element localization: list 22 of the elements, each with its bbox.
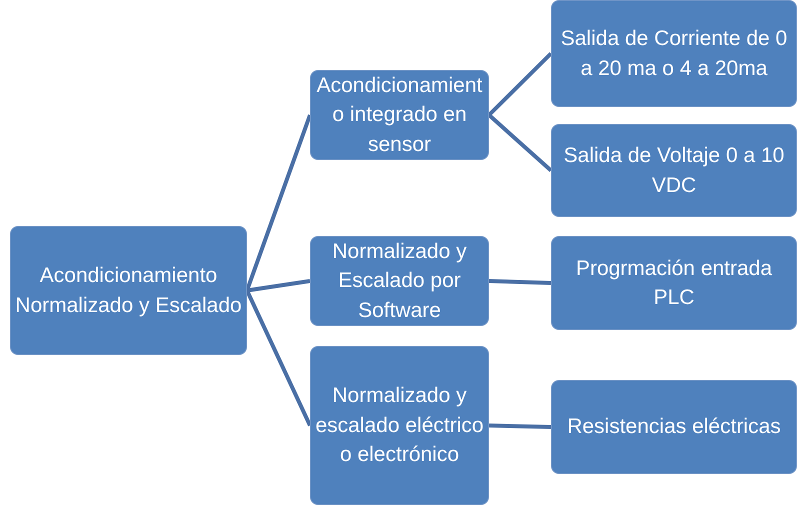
box-label: Normalizado y Escalado por Software [331, 238, 468, 324]
process-box [551, 380, 797, 474]
box-label: Acondicionamiento Normalizado y Escalado [15, 263, 242, 318]
connector-line [245, 114, 312, 292]
process-box [310, 346, 489, 505]
box-label: Normalizado y escalado eléctrico o electrónico [315, 383, 484, 468]
connector-line [245, 290, 312, 426]
box-label: Salida de Corriente de 0 a 20 ma o 4 a 20ma [560, 26, 788, 82]
box-label: Acondicionamiento integrado en sensor [316, 72, 484, 158]
connector-line [488, 424, 552, 429]
process-box [10, 226, 247, 355]
connector-line [488, 52, 552, 116]
process-box [551, 124, 797, 217]
connector-line [246, 279, 310, 292]
connector-line [488, 279, 552, 285]
connector-line [488, 114, 552, 172]
process-box [551, 236, 797, 330]
process-box [310, 236, 489, 326]
box-label: Resistencias eléctricas [567, 414, 781, 440]
process-box [551, 0, 797, 107]
box-label: Progrmación entrada PLC [574, 256, 774, 311]
box-label: Salida de Voltaje 0 a 10 VDC [562, 143, 786, 198]
